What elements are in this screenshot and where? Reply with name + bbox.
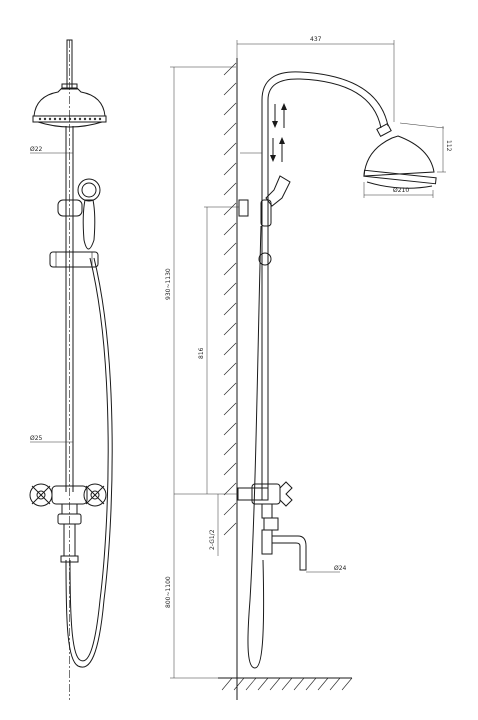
front-head-nozzles: [38, 117, 102, 121]
side-mixer-handle: [279, 481, 293, 507]
side-hose: [247, 225, 265, 669]
d25-label: Ø25: [30, 435, 43, 442]
side-hand-shower: [265, 175, 291, 207]
front-hand-shower-handle: [82, 199, 96, 250]
side-mixer-connector: [237, 487, 269, 501]
front-slider: [49, 251, 99, 268]
dim-mixer-height: 800~1100: [165, 576, 172, 608]
dim-816: 816: [174, 206, 239, 495]
front-spout-tip: [60, 555, 79, 563]
dim-inlet: 2-G1/2: [209, 494, 219, 556]
side-mixer-body: [251, 483, 281, 505]
front-hand-shower-inner: [81, 182, 97, 198]
side-spout-body: [261, 529, 273, 555]
side-view: 437 112 Ø210: [165, 36, 452, 700]
side-gooseneck-outer: [261, 71, 389, 127]
side-shower-head: [363, 135, 435, 177]
side-gooseneck-inner: [267, 78, 382, 129]
inlet-label: 2-G1/2: [209, 529, 216, 550]
d22-label: Ø22: [30, 146, 43, 153]
head-dia-label: Ø210: [393, 187, 409, 194]
up-down-arrows-icon: [272, 103, 287, 128]
reach-label: 437: [310, 36, 322, 43]
side-hand-holder: [260, 199, 272, 227]
side-diverter-stem: [261, 503, 273, 519]
dim-total-height: 930~1130: [165, 66, 236, 679]
front-hose-outer: [69, 257, 109, 662]
front-hot-handle: [29, 483, 53, 507]
dim-head-dia: Ø210: [363, 182, 434, 198]
d24-label: Ø24: [334, 565, 347, 572]
front-hose-inner: [65, 257, 113, 668]
front-hand-shower-face: [77, 178, 101, 202]
side-head-rim: [363, 169, 437, 185]
head-height-label: 112: [445, 140, 452, 152]
dim-816-label: 816: [198, 347, 205, 359]
front-cold-handle: [83, 483, 107, 507]
dim-head-height: 112: [399, 122, 452, 173]
front-head-bottom: [37, 121, 103, 128]
floor-section: [218, 677, 353, 691]
side-diverter-knob: [263, 517, 279, 531]
total-height-label: 930~1130: [165, 268, 172, 300]
side-head-joint: [376, 122, 392, 138]
side-wall-bracket: [238, 199, 249, 217]
dim-reach: 437: [236, 36, 395, 122]
mixer-height-label: 800~1100: [165, 576, 172, 608]
side-spout: [272, 535, 307, 571]
front-view: Ø22 Ø25: [29, 39, 113, 700]
up-down-arrows-icon: [270, 137, 285, 162]
wall-section: [223, 58, 238, 700]
side-slider: [258, 252, 272, 266]
front-hand-holder: [57, 199, 83, 217]
